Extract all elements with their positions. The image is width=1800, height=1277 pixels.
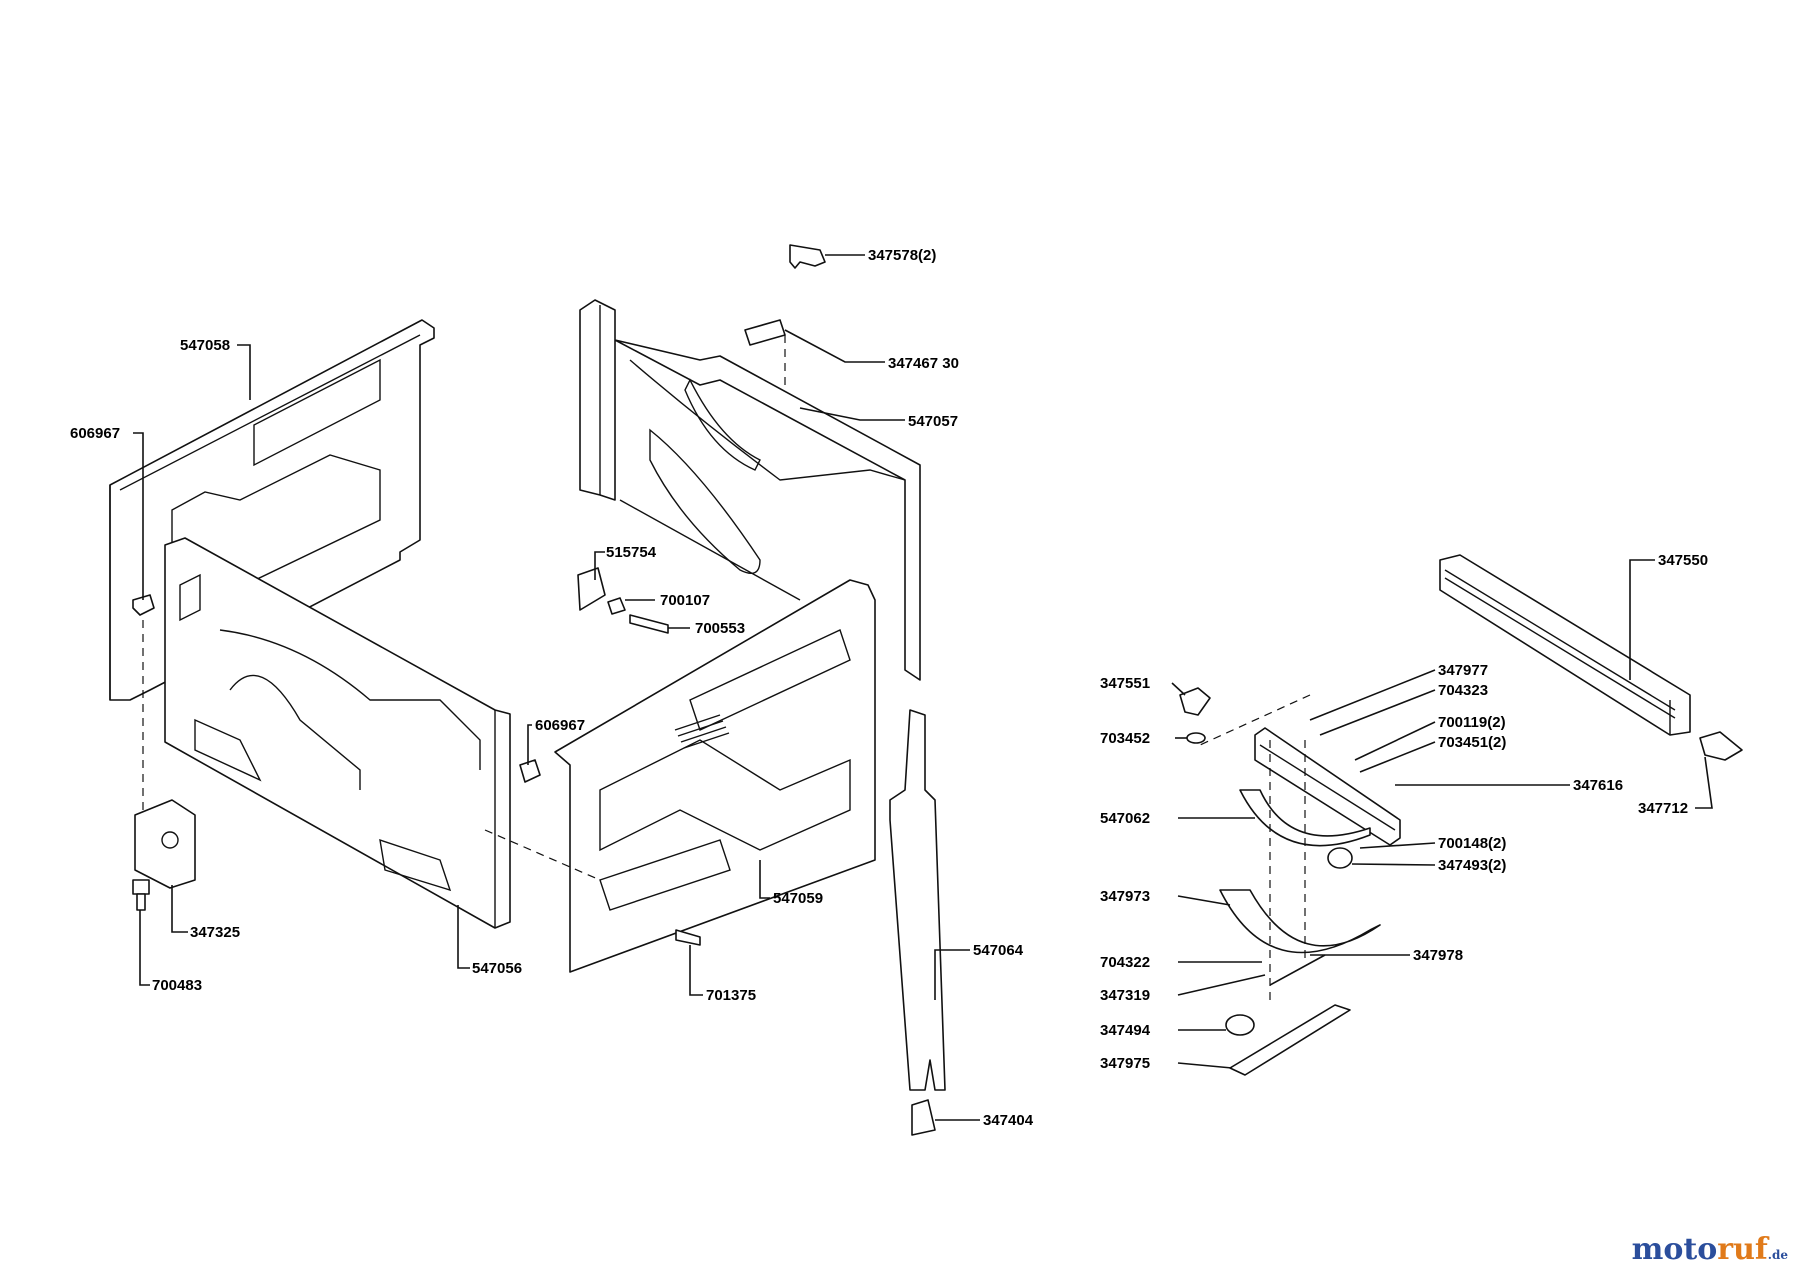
- label-547058: 547058: [180, 337, 230, 354]
- label-347494: 347494: [1100, 1022, 1151, 1039]
- site-watermark: motoruf.de: [1632, 1232, 1788, 1267]
- label-606967-left: 606967: [70, 425, 120, 442]
- knob-347494: [1225, 1014, 1255, 1036]
- label-703451-2: 703451(2): [1438, 734, 1506, 751]
- assembly-lines: [142, 335, 1311, 1000]
- label-547062: 547062: [1100, 810, 1150, 827]
- label-547056: 547056: [472, 960, 522, 977]
- label-347973: 347973: [1100, 888, 1150, 905]
- screw-700483: [132, 879, 150, 911]
- nut-700107: [607, 597, 626, 615]
- label-347551: 347551: [1100, 675, 1150, 692]
- label-704322: 704322: [1100, 954, 1150, 971]
- knob-347551: [1179, 687, 1211, 716]
- label-547064: 547064: [973, 942, 1024, 959]
- label-700553: 700553: [695, 620, 745, 637]
- label-703452: 703452: [1100, 730, 1150, 747]
- leg-547064: [889, 709, 946, 1091]
- nut-606967-right: [519, 759, 541, 783]
- label-347578-2: 347578(2): [868, 247, 936, 264]
- label-704323: 704323: [1438, 682, 1488, 699]
- label-606967-right: 606967: [535, 717, 585, 734]
- label-347977: 347977: [1438, 662, 1488, 679]
- screw-701375: [675, 929, 701, 946]
- label-347978: 347978: [1413, 947, 1463, 964]
- bolt-700553: [629, 614, 669, 634]
- label-547057: 547057: [908, 413, 958, 430]
- label-547059: 547059: [773, 890, 823, 907]
- bracket-515754: [577, 567, 606, 611]
- bar-347975: [1229, 1004, 1351, 1076]
- washer-703452: [1186, 732, 1206, 744]
- body-347616: [1254, 727, 1401, 846]
- label-347404: 347404: [983, 1112, 1034, 1129]
- label-347319: 347319: [1100, 987, 1150, 1004]
- label-347467-30: 347467 30: [888, 355, 959, 372]
- panel-547057: [579, 299, 921, 681]
- label-700107: 700107: [660, 592, 710, 609]
- panel-547059: [554, 579, 876, 973]
- label-700483: 700483: [152, 977, 202, 994]
- label-700148-2: 700148(2): [1438, 835, 1506, 852]
- label-347325: 347325: [190, 924, 240, 941]
- watermark-part2: ruf: [1717, 1232, 1768, 1267]
- label-515754: 515754: [606, 544, 657, 561]
- rod-347978: [1269, 954, 1326, 986]
- fence-347550: [1439, 554, 1691, 736]
- label-347712: 347712: [1638, 800, 1688, 817]
- cap-347712: [1699, 731, 1743, 761]
- vent-slots: [674, 714, 730, 749]
- foot-347404: [911, 1099, 936, 1136]
- block-34746730: [744, 319, 786, 346]
- knob-347493: [1327, 847, 1353, 869]
- label-701375: 701375: [706, 987, 756, 1004]
- label-347616: 347616: [1573, 777, 1623, 794]
- nut-606967-left: [132, 594, 155, 616]
- watermark-part3: .de: [1767, 1248, 1788, 1262]
- leader-lines: [133, 254, 1713, 1121]
- label-347550: 347550: [1658, 552, 1708, 569]
- panel-547056: [164, 537, 511, 929]
- bracket-347325: [134, 799, 196, 889]
- part-labels: 347578(2) 347467 30 547058 606967 547057…: [70, 247, 1708, 1129]
- label-700119-2: 700119(2): [1438, 714, 1506, 731]
- watermark-part1: moto: [1631, 1232, 1718, 1267]
- clip-347578: [789, 244, 826, 269]
- label-347493-2: 347493(2): [1438, 857, 1506, 874]
- label-347975: 347975: [1100, 1055, 1150, 1072]
- scale-347973: [1219, 889, 1381, 954]
